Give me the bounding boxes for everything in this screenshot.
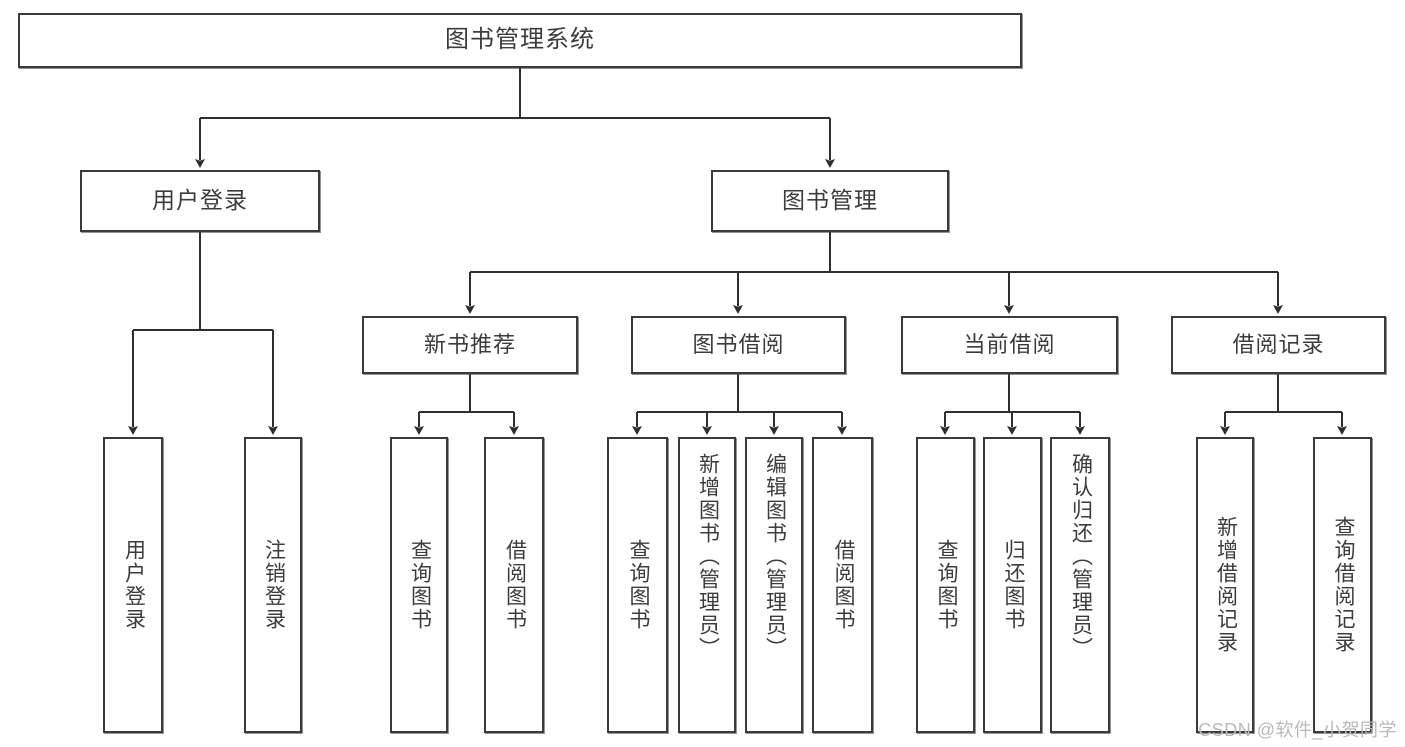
leaf-node-borrow-books[interactable]: 借阅图书	[812, 437, 873, 733]
leaf-label: 借阅图书	[503, 539, 527, 631]
node-current-borrowing[interactable]: 当前借阅	[901, 316, 1118, 374]
node-new-book-recommendation[interactable]: 新书推荐	[362, 316, 578, 374]
node-label: 新书推荐	[423, 331, 516, 357]
leaf-label: 注销登录	[262, 539, 286, 631]
leaf-label: 归还图书	[1001, 539, 1025, 631]
leaf-node-add-book-admin[interactable]: 新增图书（管理员）	[678, 437, 736, 733]
node-label: 当前借阅	[963, 331, 1056, 357]
leaf-label: 查询借阅记录	[1331, 516, 1355, 654]
node-book-borrowing[interactable]: 图书借阅	[631, 316, 846, 374]
leaf-label: 用户登录	[122, 539, 146, 631]
node-book-management-system[interactable]: 图书管理系统	[18, 13, 1022, 68]
leaf-node-add-borrow-record[interactable]: 新增借阅记录	[1196, 437, 1254, 733]
leaf-node-borrow-books-recommend[interactable]: 借阅图书	[484, 437, 544, 733]
node-book-management[interactable]: 图书管理	[711, 170, 949, 232]
leaf-node-query-borrow-record[interactable]: 查询借阅记录	[1313, 437, 1372, 733]
leaf-node-user-login[interactable]: 用户登录	[103, 437, 163, 733]
leaf-node-query-books-recommend[interactable]: 查询图书	[390, 437, 448, 733]
leaf-node-query-books-current[interactable]: 查询图书	[916, 437, 975, 733]
leaf-node-query-books-borrowing[interactable]: 查询图书	[607, 437, 668, 733]
leaf-label: 查询图书	[626, 539, 650, 631]
leaf-node-return-books[interactable]: 归还图书	[983, 437, 1042, 733]
node-label: 借阅记录	[1232, 331, 1325, 357]
leaf-label: 新增借阅记录	[1214, 516, 1238, 654]
leaf-label: 确认归还（管理员）	[1069, 453, 1093, 660]
node-label: 图书管理	[782, 187, 878, 214]
node-label: 用户登录	[152, 187, 248, 214]
node-label: 图书管理系统	[445, 26, 595, 54]
node-borrow-records[interactable]: 借阅记录	[1171, 316, 1386, 374]
leaf-label: 查询图书	[934, 539, 958, 631]
leaf-node-confirm-return-admin[interactable]: 确认归还（管理员）	[1050, 437, 1110, 733]
leaf-label: 新增图书（管理员）	[696, 453, 720, 660]
node-user-login[interactable]: 用户登录	[80, 170, 320, 232]
leaf-label: 查询图书	[408, 539, 432, 631]
node-label: 图书借阅	[692, 331, 785, 357]
leaf-node-edit-book-admin[interactable]: 编辑图书（管理员）	[745, 437, 803, 733]
leaf-node-logout[interactable]: 注销登录	[244, 437, 302, 733]
leaf-label: 编辑图书（管理员）	[763, 453, 787, 660]
leaf-label: 借阅图书	[831, 539, 855, 631]
